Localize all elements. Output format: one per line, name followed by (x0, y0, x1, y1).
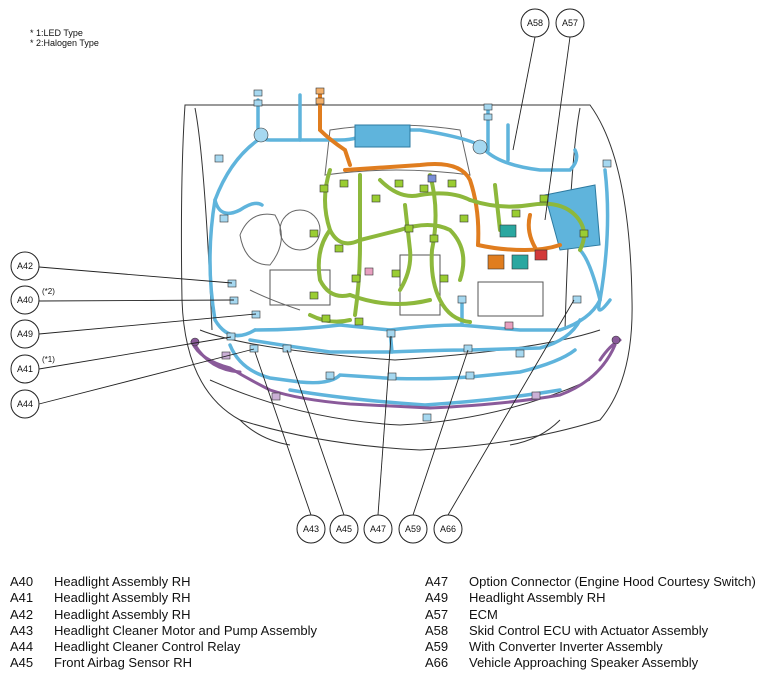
legend-code: A40 (10, 574, 34, 589)
blue-relay-block (354, 124, 411, 148)
legend-code: A41 (10, 590, 34, 606)
callout-A42-label: A42 (17, 261, 33, 271)
legend-row: A59 With Converter Inverter Assembly (425, 639, 756, 655)
note-halogen-type: * 2:Halogen Type (30, 38, 99, 48)
legend-code: A47 (425, 574, 449, 589)
legend-description: Headlight Assembly RH (469, 590, 606, 606)
legend-row: A58 Skid Control ECU with Actuator Assemb… (425, 623, 756, 639)
legend-row: A45 Front Airbag Sensor RH (10, 655, 317, 671)
legend-row: A57 ECM (425, 607, 756, 623)
callout-A66-label: A66 (440, 524, 456, 534)
legend-right: A47 Option Connector (Engine Hood Courtes… (425, 574, 756, 672)
callout-A43: A43 (296, 514, 326, 544)
callout-A40: A40 (*2) (10, 285, 55, 315)
legend-code: A58 (425, 622, 449, 638)
callout-A66: A66 (433, 514, 463, 544)
legend-code: A42 (10, 606, 34, 622)
legend-description: ECM (469, 606, 498, 622)
callout-A57: A57 (555, 8, 585, 38)
legend-description: Headlight Assembly RH (54, 574, 191, 589)
callout-A58-label: A58 (527, 18, 543, 28)
callout-A40-note: (*2) (42, 287, 55, 296)
callout-A44-label: A44 (17, 399, 33, 409)
callout-A45: A45 (329, 514, 359, 544)
legend-description: Headlight Assembly RH (54, 606, 191, 622)
callout-A41-label: A41 (17, 364, 33, 374)
orange-wire-harness (318, 88, 562, 257)
legend-row: A47 Option Connector (Engine Hood Courtes… (425, 574, 756, 590)
callout-A45-label: A45 (336, 524, 352, 534)
legend-code: A43 (10, 622, 34, 638)
leader-lines (38, 36, 575, 516)
legend-row: A41 Headlight Assembly RH (10, 590, 317, 606)
callout-A44: A44 (10, 389, 40, 419)
callout-A43-label: A43 (303, 524, 319, 534)
callout-A41: A41 (*1) (10, 354, 55, 384)
legend-description: Front Airbag Sensor RH (54, 655, 193, 671)
legend-description: Vehicle Approaching Speaker Assembly (469, 655, 699, 671)
legend-row: A42 Headlight Assembly RH (10, 607, 317, 623)
legend-code: A45 (10, 655, 34, 671)
legend-description: Headlight Cleaner Control Relay (54, 639, 241, 655)
legend-description: Skid Control ECU with Actuator Assembly (469, 622, 709, 638)
callout-A47-label: A47 (370, 524, 386, 534)
callout-A59: A59 (398, 514, 428, 544)
callout-A49: A49 (10, 319, 40, 349)
callout-A41-note: (*1) (42, 355, 55, 364)
callout-A40-label: A40 (17, 295, 33, 305)
legend-row: A66 Vehicle Approaching Speaker Assembly (425, 655, 756, 671)
legend-row: A49 Headlight Assembly RH (425, 590, 756, 606)
callout-A49-label: A49 (17, 329, 33, 339)
legend-code: A66 (425, 655, 449, 671)
legend-description: Option Connector (Engine Hood Courtesy S… (469, 574, 756, 589)
legend-code: A49 (425, 590, 449, 606)
legend-row: A40 Headlight Assembly RH (10, 574, 317, 590)
callout-A57-label: A57 (562, 18, 578, 28)
legend-code: A59 (425, 639, 449, 655)
callout-A42: A42 (10, 251, 40, 281)
legend-row: A43 Headlight Cleaner Motor and Pump Asse… (10, 623, 317, 639)
legend-row: A44 Headlight Cleaner Control Relay (10, 639, 317, 655)
legend-code: A57 (425, 606, 449, 622)
legend-description: With Converter Inverter Assembly (469, 639, 663, 655)
callout-A58: A58 (520, 8, 550, 38)
green-wire-harness (308, 168, 586, 324)
legend-description: Headlight Cleaner Motor and Pump Assembl… (54, 622, 318, 638)
connector-blocks (190, 87, 621, 422)
blue-ecu-housing (544, 184, 601, 251)
callout-A47: A47 (363, 514, 393, 544)
legend-description: Headlight Assembly RH (54, 590, 191, 606)
callout-A59-label: A59 (405, 524, 421, 534)
legend-code: A44 (10, 639, 34, 655)
note-led-type: * 1:LED Type (30, 28, 83, 38)
